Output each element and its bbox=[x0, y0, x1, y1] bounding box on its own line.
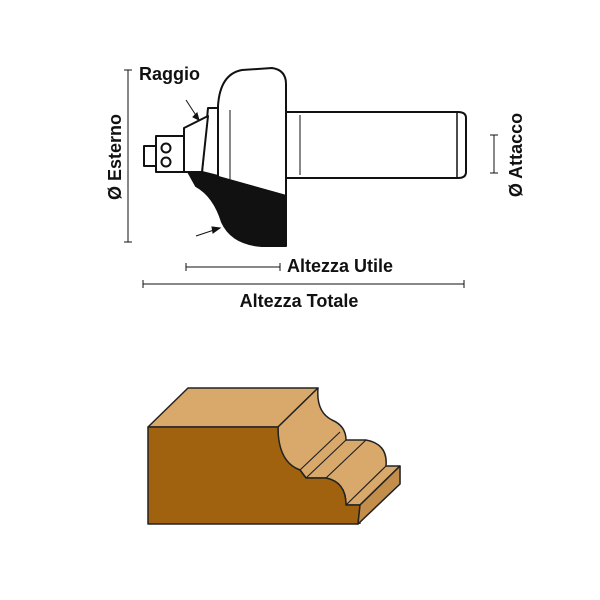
cutter-blade bbox=[185, 167, 287, 247]
bearing-shaft bbox=[143, 145, 157, 167]
radius-label: Raggio bbox=[139, 64, 200, 84]
wood-profile-detail bbox=[299, 431, 401, 525]
shank-diameter-label: Ø Attacco bbox=[506, 113, 526, 197]
cutting-height-label: Altezza Utile bbox=[287, 256, 393, 276]
bearing-block bbox=[155, 135, 185, 173]
router-bit bbox=[143, 67, 467, 247]
outer-diameter-label: Ø Esterno bbox=[105, 114, 125, 200]
bearing-bolt-bottom bbox=[160, 156, 172, 168]
cutter-body bbox=[217, 67, 287, 197]
wood-profile bbox=[147, 387, 401, 525]
dimension-lines bbox=[124, 69, 498, 288]
shank bbox=[283, 111, 467, 179]
total-height-label: Altezza Totale bbox=[240, 291, 359, 311]
wood-edge-face bbox=[357, 465, 401, 525]
bearing-race bbox=[183, 115, 209, 173]
bearing-bolt-top bbox=[160, 142, 172, 154]
